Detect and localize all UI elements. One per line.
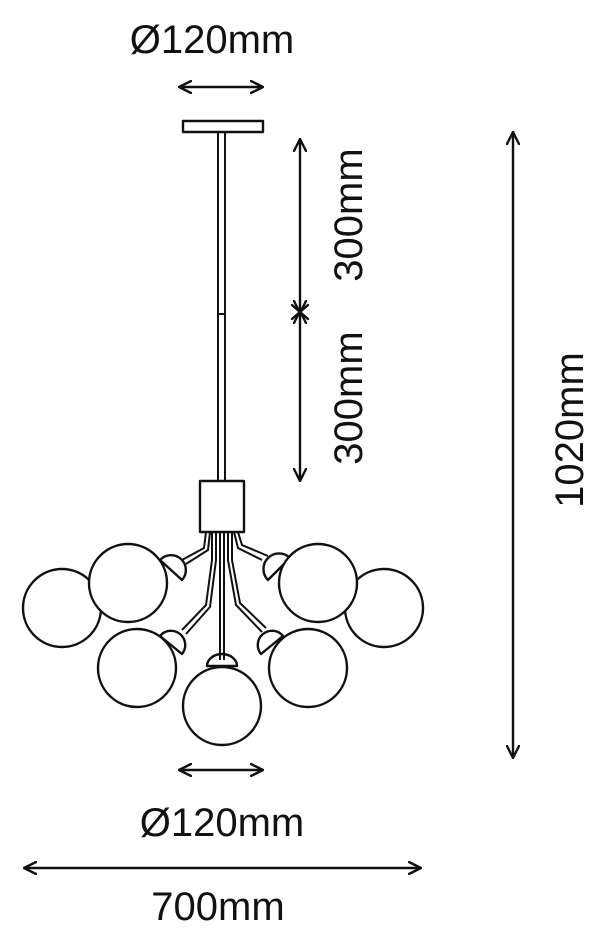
globe-diameter-label: Ø120mm [140,801,305,845]
total-height-label: 1020mm [548,352,592,508]
hub-block [198,479,246,534]
rod-upper-label: 300mm [327,148,371,281]
globe-icon [277,542,359,624]
globe-icon [87,542,169,624]
suspension-rod [217,132,226,480]
rod-length-arrows [290,140,310,480]
lamp-arms [181,531,269,660]
globe-icon [267,627,349,709]
canopy-diameter-label: Ø120mm [130,18,295,62]
globes [21,542,425,747]
globe-icon [96,627,178,709]
globe-icon [181,665,263,747]
canopy-plate [181,119,265,134]
sockets [158,552,292,668]
total-width-label: 700mm [151,885,284,929]
rod-lower-label: 300mm [327,331,371,464]
